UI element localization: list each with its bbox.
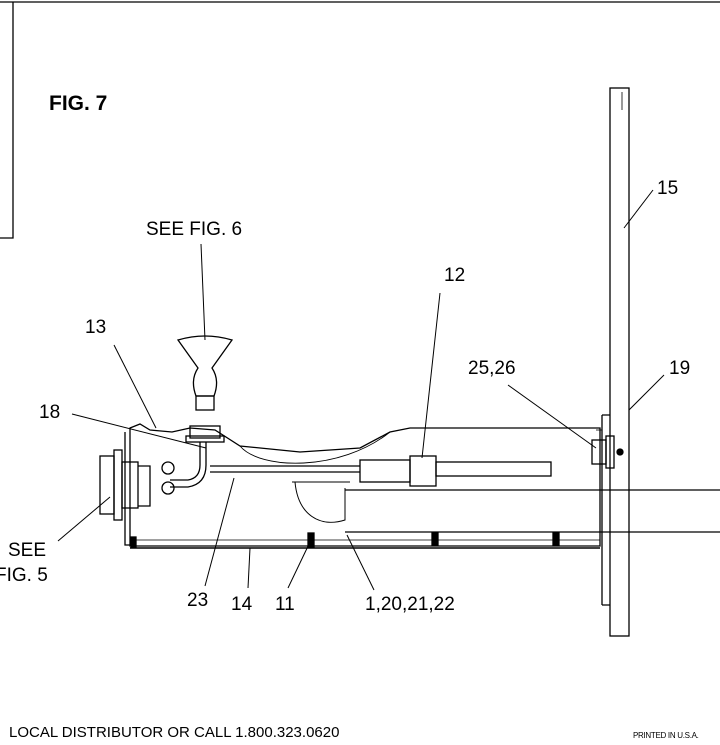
printed-in-usa: PRINTED IN U.S.A. xyxy=(633,731,699,740)
callout-18: 18 xyxy=(39,402,61,423)
figure-title: FIG. 7 xyxy=(49,92,108,115)
footer-contact: LOCAL DISTRIBUTOR OR CALL 1.800.323.0620 xyxy=(9,724,340,741)
frame-border xyxy=(0,1,720,239)
bubbler-head xyxy=(176,335,234,397)
basin-bowl xyxy=(239,431,391,464)
supply-tube xyxy=(170,442,201,481)
callout-19: 19 xyxy=(669,358,691,379)
callout-see-fig6: SEE FIG. 6 xyxy=(146,219,243,240)
waste-pipe xyxy=(345,489,720,533)
callout-12: 12 xyxy=(444,265,466,286)
callout-1-20-21-22: 1,20,21,22 xyxy=(365,594,455,615)
callout-fig5: FIG. 5 xyxy=(0,565,48,586)
callout-15: 15 xyxy=(657,178,679,199)
callout-see: SEE xyxy=(8,540,47,561)
rear-fitting xyxy=(591,439,607,465)
regulator-valve xyxy=(359,459,411,483)
callout-13: 13 xyxy=(85,317,107,338)
mounting-bracket xyxy=(601,414,610,606)
callout-14: 14 xyxy=(231,594,253,615)
push-button-cap xyxy=(99,455,115,515)
drain xyxy=(294,481,346,523)
callout-25-26: 25,26 xyxy=(468,358,516,379)
callout-11: 11 xyxy=(275,594,295,615)
wall-plate xyxy=(609,87,630,637)
callout-23: 23 xyxy=(187,590,209,611)
